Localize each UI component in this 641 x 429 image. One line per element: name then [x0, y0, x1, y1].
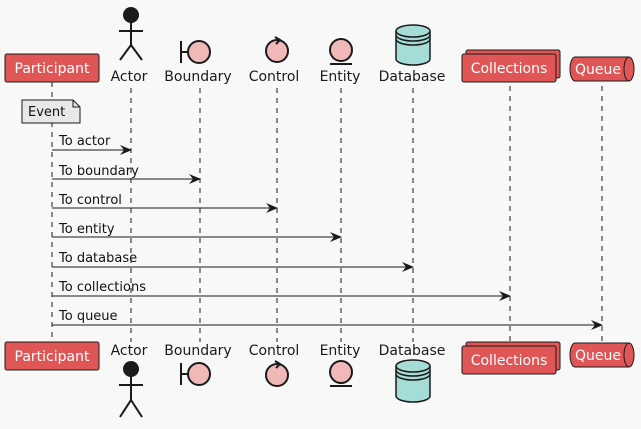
participant-label-bottom: Participant	[15, 349, 90, 365]
control-label-top: Control	[249, 69, 300, 85]
entity-icon-bottom	[329, 360, 353, 387]
actor-icon-top	[119, 7, 143, 61]
participant-label-top: Participant	[15, 61, 90, 77]
boundary-icon-bottom	[180, 362, 211, 386]
event-note-text: Event	[28, 105, 65, 120]
collections-box-top: Collections	[461, 49, 561, 83]
event-note: Event	[21, 99, 81, 124]
message-label-actor: To actor	[58, 134, 111, 149]
queue-shape-bottom: Queue	[569, 342, 635, 368]
message-label-entity: To entity	[58, 222, 115, 237]
database-icon-top	[395, 24, 431, 66]
queue-shape-top: Queue	[569, 56, 635, 82]
actor-icon-bottom	[119, 361, 143, 418]
message-label-boundary: To boundary	[58, 164, 139, 179]
boundary-label-top: Boundary	[164, 69, 231, 85]
participant-box-bottom: Participant	[4, 341, 100, 371]
control-icon-bottom	[265, 360, 289, 387]
message-label-collections: To collections	[58, 280, 146, 295]
database-label-top: Database	[379, 69, 446, 85]
control-label-bottom: Control	[249, 343, 300, 359]
participant-box-top: Participant	[4, 53, 100, 83]
entity-label-top: Entity	[320, 69, 361, 85]
collections-label-bottom: Collections	[471, 353, 548, 369]
messages	[52, 145, 603, 330]
boundary-icon-top	[180, 40, 211, 64]
queue-label-bottom: Queue	[575, 348, 621, 364]
entity-icon-top	[329, 38, 353, 65]
message-label-database: To database	[58, 251, 137, 266]
boundary-label-bottom: Boundary	[164, 343, 231, 359]
queue-label-top: Queue	[575, 62, 621, 78]
collections-box-bottom: Collections	[461, 341, 561, 375]
message-label-control: To control	[58, 193, 122, 208]
entity-label-bottom: Entity	[320, 343, 361, 359]
control-icon-top	[265, 36, 289, 63]
actor-label-bottom: Actor	[111, 343, 148, 359]
lifelines	[51, 82, 603, 342]
message-label-queue: To queue	[58, 309, 118, 324]
database-label-bottom: Database	[379, 343, 446, 359]
collections-label-top: Collections	[471, 61, 548, 77]
actor-label-top: Actor	[111, 69, 148, 85]
database-icon-bottom	[395, 359, 431, 403]
